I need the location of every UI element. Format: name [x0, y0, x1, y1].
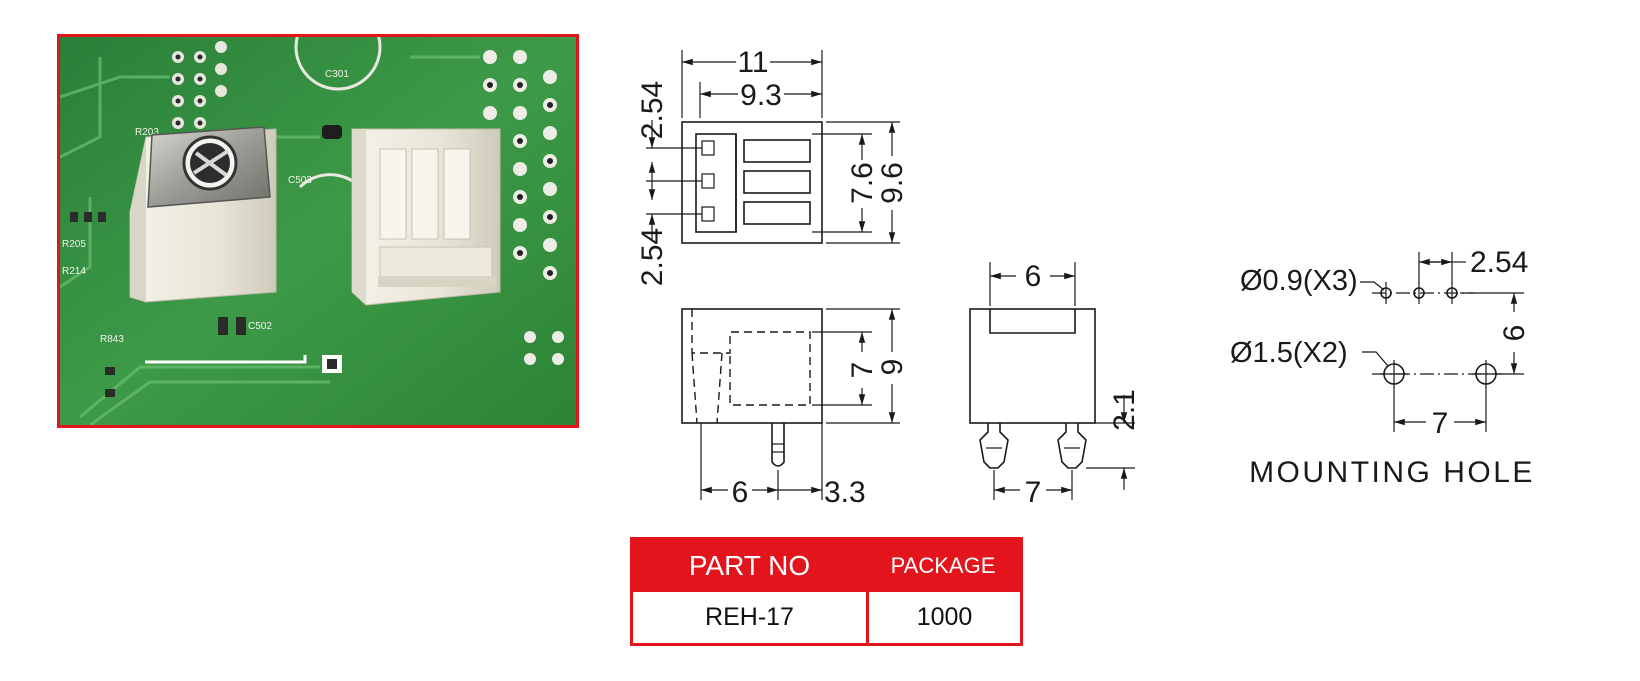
dim-horizontal-spacing: 7 — [1432, 407, 1449, 440]
dim-overall-depth: 9.6 — [876, 162, 909, 204]
table-header-row: PART NO PACKAGE — [633, 540, 1020, 592]
dim-pitch-bottom: 2.54 — [636, 228, 669, 286]
part-table: PART NO PACKAGE REH-17 1000 — [630, 537, 1023, 646]
dim-top-width: 6 — [1025, 260, 1042, 293]
mounting-hole-diagram: 2.54 Ø0.9(X3) Ø1.5(X2) 6 7 MOUNTING HO — [1230, 246, 1535, 489]
board-label: C502 — [248, 321, 272, 332]
board-label: C503 — [288, 175, 312, 186]
board-label: R843 — [100, 334, 124, 345]
large-hole — [1380, 360, 1408, 388]
small-hole — [1413, 282, 1425, 304]
dim-vertical-offset: 6 — [1498, 325, 1531, 342]
dim-pitch-top: 2.54 — [636, 81, 669, 139]
pcb-photo-illustration: C301 R203 C503 R205 R214 C502 R843 — [60, 37, 576, 425]
large-hole — [1472, 360, 1500, 388]
dim-inner-height: 7.6 — [846, 162, 879, 204]
front-view: 6 7 2.1 — [969, 260, 1141, 509]
product-photo: C301 R203 C503 R205 R214 C502 R843 — [57, 34, 579, 428]
cell-part-no: REH-17 — [633, 592, 869, 643]
dim-overall-height: 9 — [876, 359, 909, 376]
mounting-hole-caption: MOUNTING HOLE — [1249, 456, 1535, 489]
dim-pin-offset: 6 — [732, 476, 749, 509]
dim-peg-spacing: 7 — [1025, 476, 1042, 509]
dim-hole-pitch: 2.54 — [1470, 246, 1528, 279]
small-hole — [1446, 282, 1458, 304]
small-hole — [1380, 282, 1392, 304]
dim-pin-span-width: 9.3 — [740, 79, 782, 112]
header-package: PACKAGE — [890, 553, 996, 578]
large-hole-label: Ø1.5(X2) — [1230, 337, 1348, 369]
top-view: 11 9.3 2.54 2.54 7.6 9.6 — [636, 46, 909, 286]
small-hole-label: Ø0.9(X3) — [1240, 265, 1358, 297]
dim-peg-length: 2.1 — [1108, 389, 1141, 431]
board-label: R205 — [62, 239, 86, 250]
board-label: R203 — [135, 127, 159, 138]
cell-package: 1000 — [916, 603, 973, 631]
side-view: 7 9 6 3.3 — [681, 308, 909, 509]
board-label: C301 — [325, 69, 349, 80]
header-part-no: PART NO — [688, 550, 811, 581]
dim-pin-length: 3.3 — [824, 476, 866, 509]
board-label: R214 — [62, 266, 86, 277]
table-row: REH-17 1000 — [633, 592, 1020, 643]
dim-inner-height: 7 — [846, 362, 879, 379]
dim-overall-width: 11 — [737, 46, 768, 79]
